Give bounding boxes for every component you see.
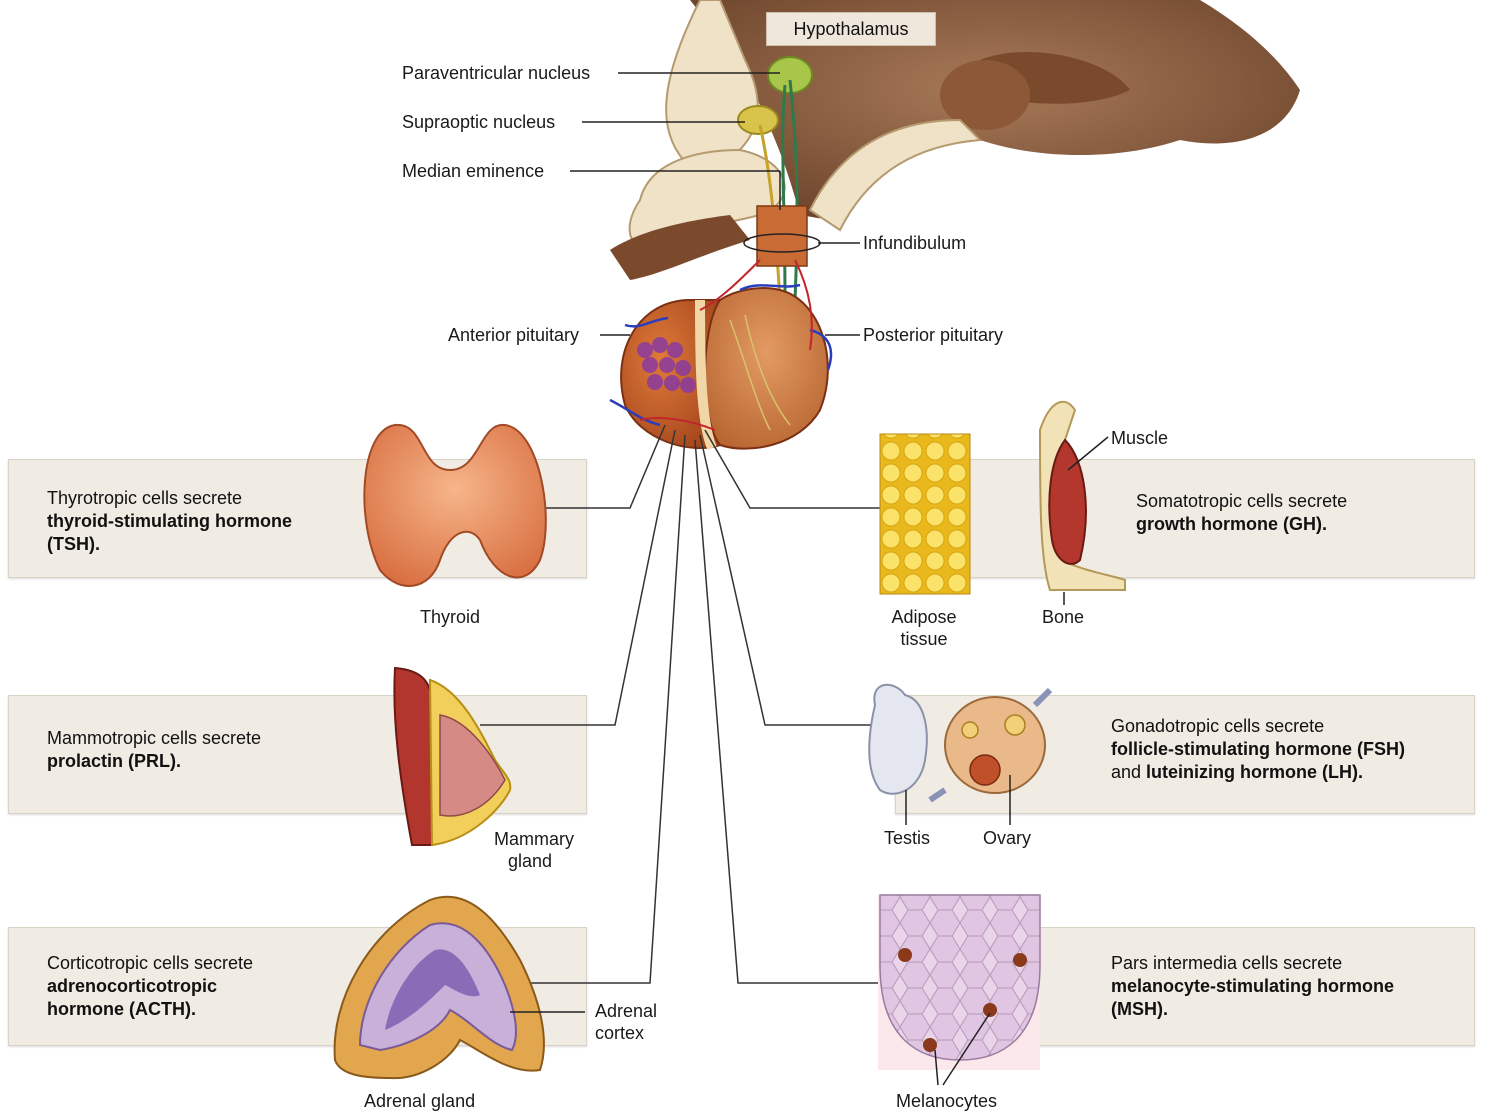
anterior-pituitary-label: Anterior pituitary	[448, 325, 580, 345]
acth-bold2: hormone (ACTH).	[47, 999, 196, 1019]
hormone-connector-lines	[480, 424, 880, 984]
adrenal-cortex-line2: cortex	[595, 1023, 645, 1043]
tsh-bold1: thyroid-stimulating hormone	[47, 511, 292, 531]
testis-illustration	[868, 683, 928, 795]
muscle-label: Muscle	[1111, 428, 1169, 448]
organ-leader-lines	[510, 436, 1109, 1086]
prl-line1: Mammotropic cells secrete	[47, 728, 262, 748]
msh-bold1: melanocyte-stimulating hormone	[1111, 976, 1395, 996]
adipose-illustration	[879, 433, 971, 595]
brain-leader-lines	[570, 72, 860, 336]
tsh-text: Thyrotropic cells secrete thyroid-stimul…	[47, 487, 292, 556]
tsh-line1: Thyrotropic cells secrete	[47, 488, 243, 508]
gh-line1: Somatotropic cells secrete	[1136, 491, 1348, 511]
adrenal-illustration	[333, 895, 545, 1080]
skin-melanocytes-illustration	[878, 894, 1041, 1070]
msh-bold2: (MSH).	[1111, 999, 1168, 1019]
msh-text: Pars intermedia cells secrete melanocyte…	[1111, 952, 1394, 1021]
gh-text: Somatotropic cells secrete growth hormon…	[1136, 490, 1347, 536]
mammary-illustration	[393, 666, 512, 847]
supraoptic-nucleus-label: Supraoptic nucleus	[402, 112, 556, 132]
fsh-bold2: luteinizing hormone (LH).	[1146, 762, 1364, 782]
prl-bold1: prolactin (PRL).	[47, 751, 181, 771]
fsh-line1: Gonadotropic cells secrete	[1111, 716, 1325, 736]
acth-bold1: adrenocorticotropic	[47, 976, 218, 996]
ovary-label: Ovary	[983, 828, 1032, 848]
fsh-bold1: follicle-stimulating hormone (FSH)	[1111, 739, 1406, 759]
adrenal-gland-label: Adrenal gland	[364, 1091, 476, 1111]
testis-label: Testis	[884, 828, 931, 848]
hypothalamus-label: Hypothalamus	[766, 12, 936, 46]
infundibulum-label: Infundibulum	[863, 233, 967, 253]
prl-text: Mammotropic cells secrete prolactin (PRL…	[47, 727, 261, 773]
bone-label: Bone	[1042, 607, 1085, 627]
msh-line1: Pars intermedia cells secrete	[1111, 953, 1343, 973]
paraventricular-nucleus-label: Paraventricular nucleus	[402, 63, 591, 83]
pituitary-gland	[609, 259, 833, 450]
fsh-line3: and luteinizing hormone (LH).	[1111, 761, 1405, 784]
mammary-label-line1: Mammary	[494, 829, 574, 849]
ovary-illustration	[928, 687, 1053, 803]
adrenal-cortex-line1: Adrenal	[595, 1001, 658, 1021]
tsh-bold2: (TSH).	[47, 534, 100, 554]
panel-gh	[895, 459, 1475, 578]
adipose-line1: Adipose	[891, 607, 957, 627]
adipose-tissue-label: Adipose tissue	[874, 606, 974, 650]
melanocytes-label: Melanocytes	[896, 1091, 998, 1111]
adipose-line2: tissue	[900, 629, 948, 649]
brain-section	[610, 0, 1300, 431]
bone-muscle-illustration	[1038, 400, 1126, 591]
fsh-plain2: and	[1111, 762, 1147, 782]
mammary-gland-label: Mammary gland	[484, 828, 584, 872]
adrenal-cortex-label: Adrenal cortex	[595, 1000, 657, 1044]
mammary-label-line2: gland	[507, 851, 553, 871]
acth-text: Corticotropic cells secrete adrenocortic…	[47, 952, 253, 1021]
median-eminence-label: Median eminence	[402, 161, 545, 181]
gh-bold1: growth hormone (GH).	[1136, 514, 1327, 534]
thyroid-illustration	[363, 423, 547, 587]
fsh-text: Gonadotropic cells secrete follicle-stim…	[1111, 715, 1405, 784]
acth-line1: Corticotropic cells secrete	[47, 953, 254, 973]
thyroid-label: Thyroid	[420, 607, 481, 627]
posterior-pituitary-label: Posterior pituitary	[863, 325, 1004, 345]
